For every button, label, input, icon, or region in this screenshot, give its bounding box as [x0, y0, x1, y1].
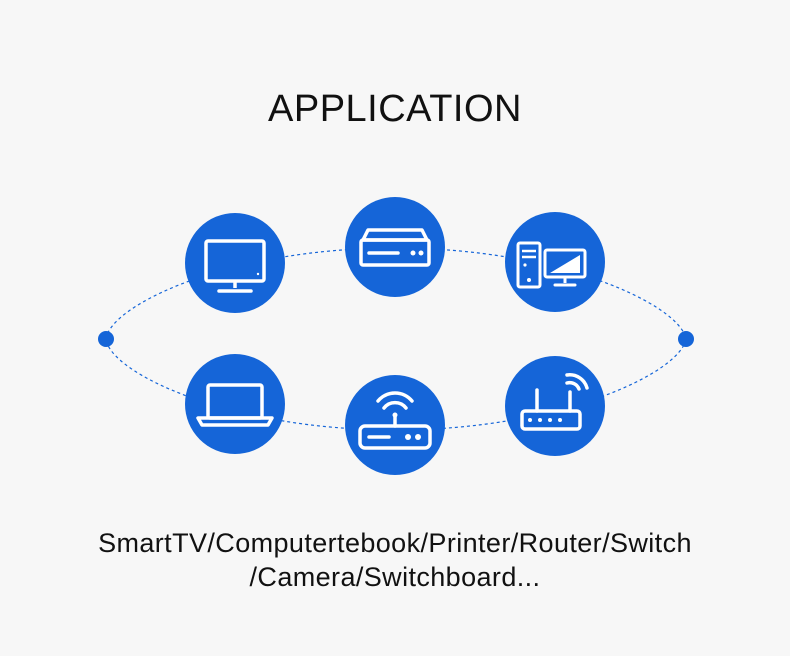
caption-line-1: SmartTV/Computertebook/Printer/Router/Sw…: [98, 528, 692, 558]
ring-endpoint-right: [678, 331, 694, 347]
node-desktop: [505, 212, 605, 312]
set-top-box-icon: [359, 228, 431, 267]
tv-monitor-icon: [204, 239, 266, 293]
node-router: [505, 356, 605, 456]
ring-endpoint-left: [98, 331, 114, 347]
caption-line-2: /Camera/Switchboard...: [249, 562, 541, 592]
node-wifi-modem: [345, 375, 445, 475]
node-set-top-box: [345, 197, 445, 297]
applications-caption: SmartTV/Computertebook/Printer/Router/Sw…: [0, 526, 790, 594]
laptop-icon: [196, 383, 274, 427]
desktop-computer-icon: [516, 241, 587, 289]
node-tv: [185, 213, 285, 313]
wifi-modem-icon: [358, 391, 432, 450]
router-icon: [520, 373, 589, 431]
node-laptop: [185, 354, 285, 454]
page-title: APPLICATION: [268, 88, 522, 130]
